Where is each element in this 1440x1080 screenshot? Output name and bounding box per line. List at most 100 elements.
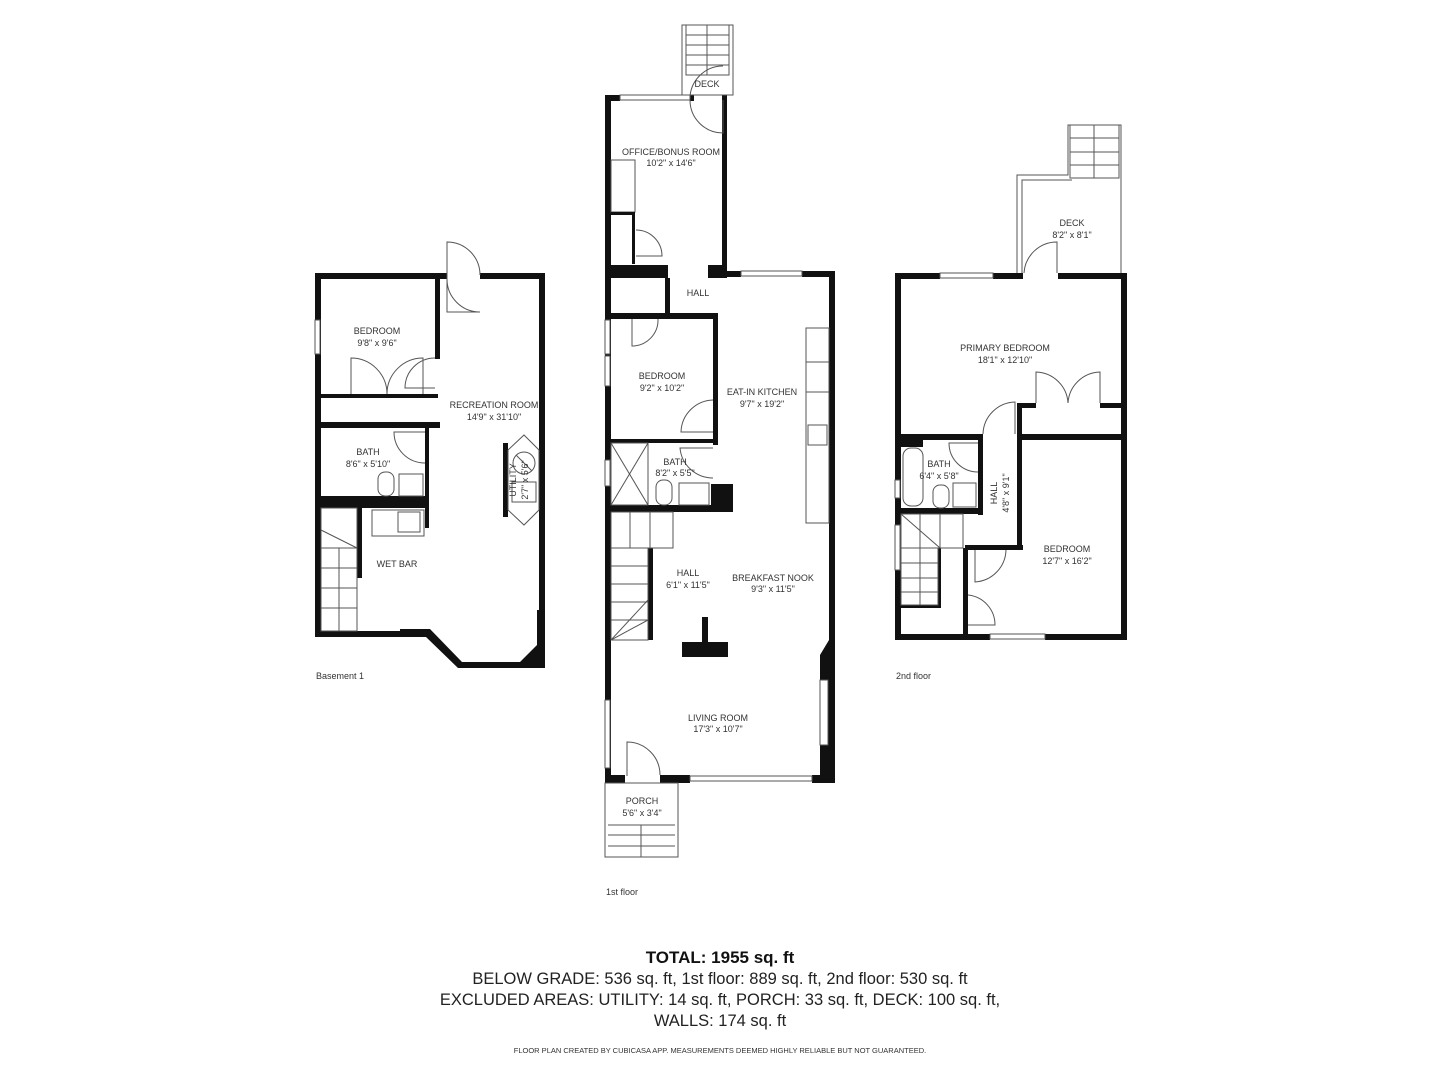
- room-dims: 10'2" x 14'6": [646, 158, 695, 168]
- entry-door[interactable]: [446, 241, 481, 313]
- window: [604, 355, 611, 387]
- room-name: RECREATION ROOM: [450, 400, 539, 410]
- room-dims: 9'3" x 11'5": [751, 584, 795, 594]
- room-name: BATH: [356, 447, 379, 457]
- room-dims: 18'1" x 12'10": [978, 355, 1032, 365]
- room-dims: 12'7" x 16'2": [1042, 556, 1091, 566]
- shower-icon: [610, 442, 649, 506]
- bedroom-door[interactable]: [982, 401, 1016, 435]
- window: [604, 699, 611, 769]
- bedroom-door[interactable]: [680, 399, 714, 433]
- window: [740, 270, 803, 277]
- room-dims: 6'4" x 5'8": [919, 471, 958, 481]
- bath-door[interactable]: [948, 442, 979, 473]
- toilet-icon: [932, 484, 950, 509]
- window: [819, 679, 829, 746]
- room-dims: 9'8" x 9'6": [357, 338, 396, 348]
- room-dims: 17'3" x 10'7": [693, 724, 742, 734]
- porch-stairs-icon: [604, 782, 679, 858]
- closet-doors[interactable]: [350, 357, 424, 395]
- window: [619, 94, 691, 101]
- room-name: EAT-IN KITCHEN: [727, 387, 797, 397]
- closet-door[interactable]: [967, 594, 996, 626]
- bedroom-door[interactable]: [404, 357, 436, 389]
- room-dims: 8'6" x 5'10": [346, 459, 390, 469]
- second-floor-plan: DECK 8'2" x 8'1" PRIMARY BEDROOM 18'1" x…: [894, 124, 1127, 681]
- total-area: TOTAL: 1955 sq. ft: [645, 948, 795, 967]
- area-summary: TOTAL: 1955 sq. ft BELOW GRADE: 536 sq. …: [0, 947, 1440, 1032]
- room-dims: 8'2" x 5'5": [655, 468, 694, 478]
- room-name: DECK: [694, 79, 719, 89]
- first-floor-walls: [605, 95, 835, 783]
- room-name: BATH: [927, 459, 950, 469]
- bathtub-icon: [902, 447, 924, 507]
- room-dims: 4'8" x 9'1": [1001, 473, 1011, 512]
- window: [604, 319, 611, 355]
- bedroom-door[interactable]: [631, 318, 659, 347]
- room-name: HALL: [677, 568, 700, 578]
- walls-area: WALLS: 174 sq. ft: [653, 1012, 787, 1030]
- utility-fixtures: [507, 434, 540, 526]
- bedroom-door[interactable]: [974, 549, 1007, 583]
- room-name: LIVING ROOM: [688, 713, 748, 723]
- window: [604, 459, 611, 487]
- room-dims: 5'6" x 3'4": [622, 808, 661, 818]
- sink-icon: [807, 424, 828, 446]
- window: [894, 479, 901, 499]
- room-name: UTILITY: [508, 463, 518, 497]
- basement-floor-plan: BEDROOM 9'8" x 9'6" RECREATION ROOM 14'9…: [314, 241, 545, 681]
- front-door[interactable]: [626, 741, 661, 776]
- room-dims: 9'7" x 19'2": [740, 399, 784, 409]
- disclaimer: FLOOR PLAN CREATED BY CUBICASA APP. MEAS…: [513, 1046, 927, 1055]
- toilet-icon: [377, 471, 395, 497]
- first-floor-stairs-icon: [610, 511, 674, 641]
- room-name: BREAKFAST NOOK: [732, 573, 814, 583]
- room-name: HALL: [687, 288, 710, 298]
- window: [939, 272, 994, 279]
- room-name: BATH: [663, 457, 686, 467]
- sink-icon: [398, 473, 424, 497]
- deck-outline: [1016, 124, 1122, 273]
- room-name: WET BAR: [377, 559, 418, 569]
- deck-door[interactable]: [689, 65, 724, 134]
- window: [314, 319, 321, 355]
- stove-icon: [805, 361, 830, 393]
- basement-stairs-icon: [320, 507, 358, 632]
- room-name: HALL: [989, 482, 999, 505]
- window: [689, 775, 813, 782]
- basement-walls: [315, 273, 545, 668]
- bath-door[interactable]: [393, 431, 426, 464]
- room-name: PORCH: [626, 796, 659, 806]
- room-name: BEDROOM: [639, 371, 686, 381]
- first-floor-plan: DECK OFFICE/BONUS ROOM 10'2" x 14'6" HAL…: [604, 24, 835, 897]
- excluded-areas: EXCLUDED AREAS: UTILITY: 14 sq. ft, PORC…: [439, 991, 1001, 1009]
- wet-bar-counter: [371, 509, 425, 537]
- floor-label: Basement 1: [316, 671, 364, 681]
- room-name: BEDROOM: [1044, 544, 1091, 554]
- kitchen-counter: [805, 327, 830, 524]
- closet-door[interactable]: [635, 229, 663, 257]
- second-floor-stairs-icon: [900, 513, 964, 606]
- sink-icon: [397, 511, 421, 533]
- room-dims: 14'9" x 31'10": [467, 412, 521, 422]
- closet-doors[interactable]: [1035, 371, 1101, 404]
- floor-label: 2nd floor: [896, 671, 931, 681]
- room-name: OFFICE/BONUS ROOM: [622, 147, 720, 157]
- bath-door[interactable]: [679, 447, 714, 479]
- room-dims: 2'7" x 5'6": [520, 460, 530, 499]
- floor-label: 1st floor: [606, 887, 638, 897]
- deck-stairs-icon: [681, 24, 734, 96]
- area-breakdown: BELOW GRADE: 536 sq. ft, 1st floor: 889 …: [472, 970, 968, 988]
- deck-door[interactable]: [1023, 241, 1058, 274]
- room-dims: 6'1" x 11'5": [666, 580, 710, 590]
- room-dims: 8'2" x 8'1": [1052, 230, 1091, 240]
- shelf: [610, 159, 636, 213]
- window: [989, 633, 1046, 640]
- toilet-icon: [655, 479, 673, 506]
- sink-icon: [678, 482, 710, 506]
- second-floor-walls: [895, 273, 1127, 640]
- sink-icon: [952, 482, 977, 508]
- room-name: PRIMARY BEDROOM: [960, 343, 1050, 353]
- room-name: BEDROOM: [354, 326, 401, 336]
